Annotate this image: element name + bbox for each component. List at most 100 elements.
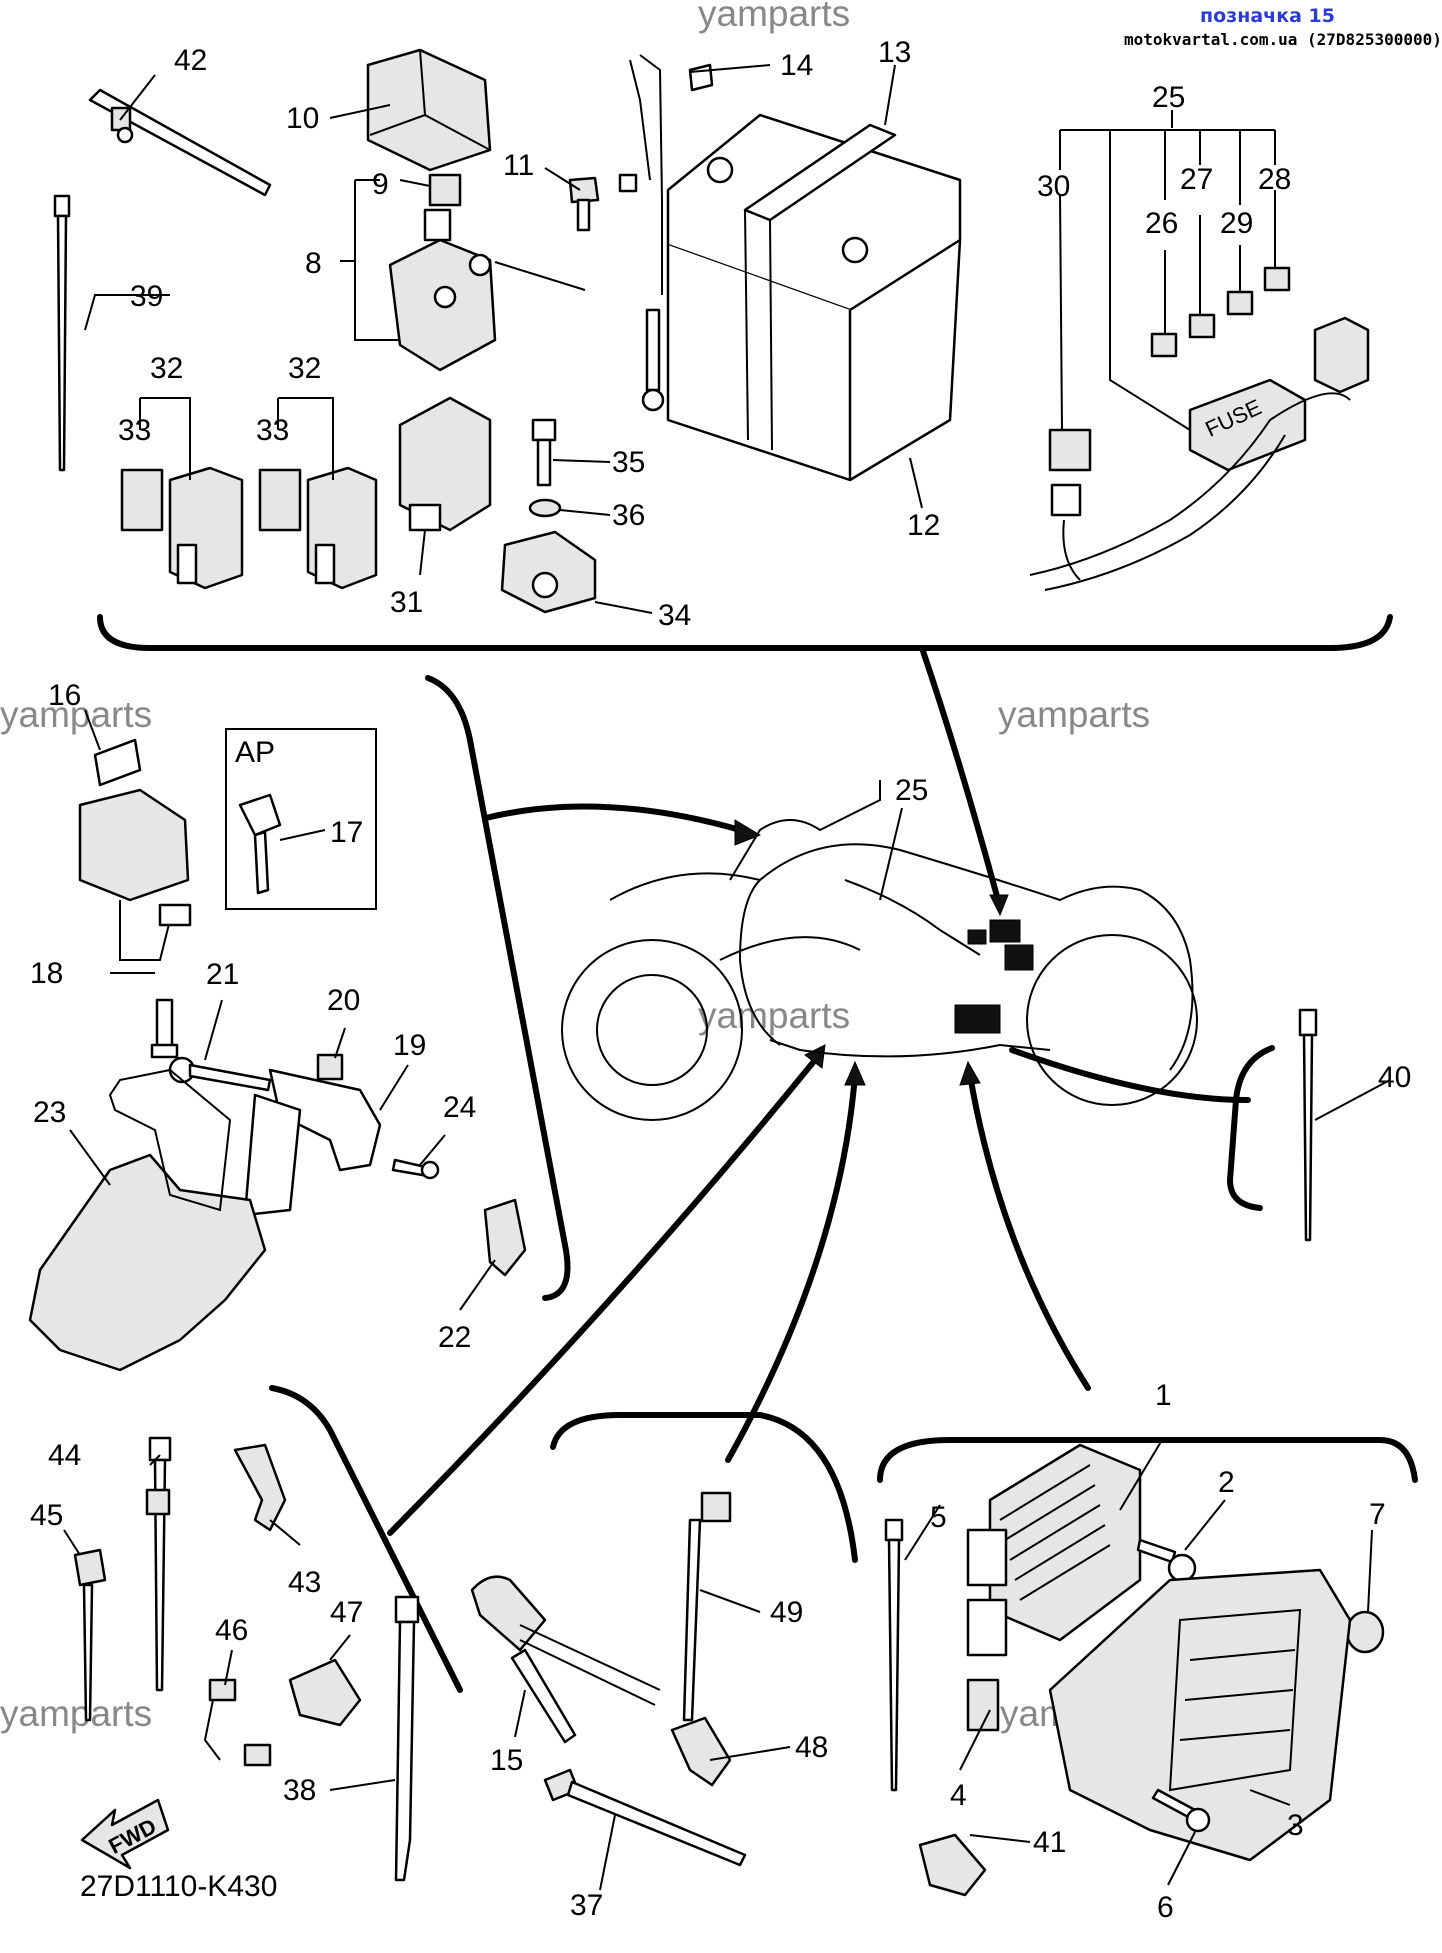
callout-20: 20: [327, 984, 360, 1017]
callout-leaders: [63, 64, 1391, 1891]
part-8-starter-relay: [388, 208, 586, 372]
callout-43: 43: [288, 1566, 321, 1599]
callout-6: 6: [1157, 1891, 1174, 1924]
arrowhead: [959, 1060, 981, 1086]
part-12-battery: [666, 113, 962, 482]
callout-47: 47: [330, 1596, 363, 1629]
right-group-bracket: [1226, 1045, 1275, 1211]
part-20-collar: [316, 1053, 344, 1081]
callout-35: 35: [612, 446, 645, 479]
callout-1: 1: [1155, 1379, 1172, 1412]
callout-32-right: 32: [288, 352, 321, 385]
part-2-bolt: [1136, 1538, 1197, 1583]
callout-16: 16: [48, 679, 81, 712]
callout-33-right: 33: [256, 414, 289, 447]
callout-5: 5: [930, 1501, 947, 1534]
part-42-cable-tie-clamp: [88, 88, 272, 197]
callout-48: 48: [795, 1731, 828, 1764]
part-28-fuse: [1263, 266, 1291, 292]
part-34-bracket: [500, 530, 597, 614]
part-33-relay-connector-right: [258, 468, 302, 532]
diagram-code: 27D1110-K430: [80, 1870, 277, 1903]
callout-19: 19: [393, 1029, 426, 1062]
callout-30: 30: [1037, 170, 1070, 203]
callout-29: 29: [1220, 207, 1253, 240]
callout-15: 15: [490, 1744, 523, 1777]
callout-44: 44: [48, 1439, 81, 1472]
part-32-relay-right: [306, 466, 378, 590]
callout-33-left: 33: [118, 414, 151, 447]
part-21-bolt: [168, 1056, 272, 1092]
part-13-battery-band: [743, 123, 897, 451]
callout-41: 41: [1033, 1826, 1066, 1859]
part-26-fuse: [1150, 332, 1178, 358]
part-27-fuse: [1188, 313, 1216, 339]
part-1-rectifier-regulator: [966, 1443, 1142, 1657]
inset-ap: AP: [225, 728, 377, 910]
part-45-cable-tie: [73, 1548, 107, 1722]
arrowhead: [734, 819, 762, 846]
part-37-cable-tie: [543, 1768, 747, 1867]
arrowhead: [804, 1044, 826, 1069]
part-35-bolt: [531, 418, 557, 487]
part-36-washer: [528, 498, 562, 518]
leader-left: [483, 803, 743, 833]
fuse-box: FUSE: [1188, 378, 1307, 472]
part-33-relay-connector-left: [120, 468, 164, 532]
part-14-battery-lead: [618, 54, 714, 412]
callout-10: 10: [286, 102, 319, 135]
callout-2: 2: [1218, 1466, 1235, 1499]
bottom-right-group-bracket: [877, 1437, 1418, 1483]
leader-right: [1009, 1047, 1251, 1103]
watermark: yamparts: [698, 0, 850, 34]
callout-40: 40: [1378, 1061, 1411, 1094]
callout-45: 45: [30, 1499, 63, 1532]
part-24-bolt: [391, 1158, 440, 1180]
callout-36: 36: [612, 499, 645, 532]
part-5-cable-tie: [884, 1518, 904, 1792]
part-47-clamp: [288, 1658, 362, 1727]
callout-14: 14: [780, 49, 813, 82]
callout-4: 4: [950, 1779, 967, 1812]
leader-bottom-mid: [725, 1072, 858, 1463]
fwd-arrow: FWD: [80, 1798, 170, 1870]
part-25-wire-harness: [1029, 316, 1370, 591]
part-15-spark-plug-cap: [470, 1575, 661, 1744]
callout-3: 3: [1287, 1809, 1304, 1842]
leader-top: [919, 645, 1001, 903]
callout-42: 42: [174, 44, 207, 77]
callout-21: 21: [206, 958, 239, 991]
callout-13: 13: [878, 36, 911, 69]
callout-32-left: 32: [150, 352, 183, 385]
part-19-headlight-bracket: [243, 1068, 382, 1217]
callout-7: 7: [1369, 1498, 1386, 1531]
part-30-relay: [1048, 428, 1092, 517]
source-reference: motokvartal.com.ua (27D825300000): [1124, 30, 1442, 49]
part-7-grommet: [1345, 1610, 1385, 1654]
callout-8: 8: [305, 247, 322, 280]
left-group-bracket: [425, 675, 571, 1301]
callout-27: 27: [1180, 163, 1213, 196]
bottom-left-group-bracket: [269, 1385, 463, 1693]
callout-46: 46: [215, 1614, 248, 1647]
part-11-bolt: [568, 176, 600, 232]
callout-38: 38: [283, 1774, 316, 1807]
callout-23: 23: [33, 1096, 66, 1129]
part-10-relay-cover: [366, 48, 492, 172]
key-icon: [238, 793, 282, 837]
motorcycle-outline: [561, 780, 1198, 1121]
part-41-clamp: [918, 1833, 987, 1897]
part-23-headlight-cover: [28, 1068, 267, 1372]
part-40-cable-tie: [1298, 1008, 1318, 1242]
callout-22: 22: [438, 1321, 471, 1354]
callout-17: 17: [330, 816, 363, 849]
callout-25: 25: [1152, 81, 1185, 114]
part-38-cable-tie: [394, 1595, 420, 1882]
part-31-flasher-relay: [398, 396, 492, 532]
part-18-bolt: [150, 998, 179, 1059]
part-6-bolt: [1151, 1788, 1211, 1833]
callout-49: 49: [770, 1596, 803, 1629]
callout-37: 37: [570, 1889, 603, 1922]
part-4-label: [966, 1678, 1000, 1732]
